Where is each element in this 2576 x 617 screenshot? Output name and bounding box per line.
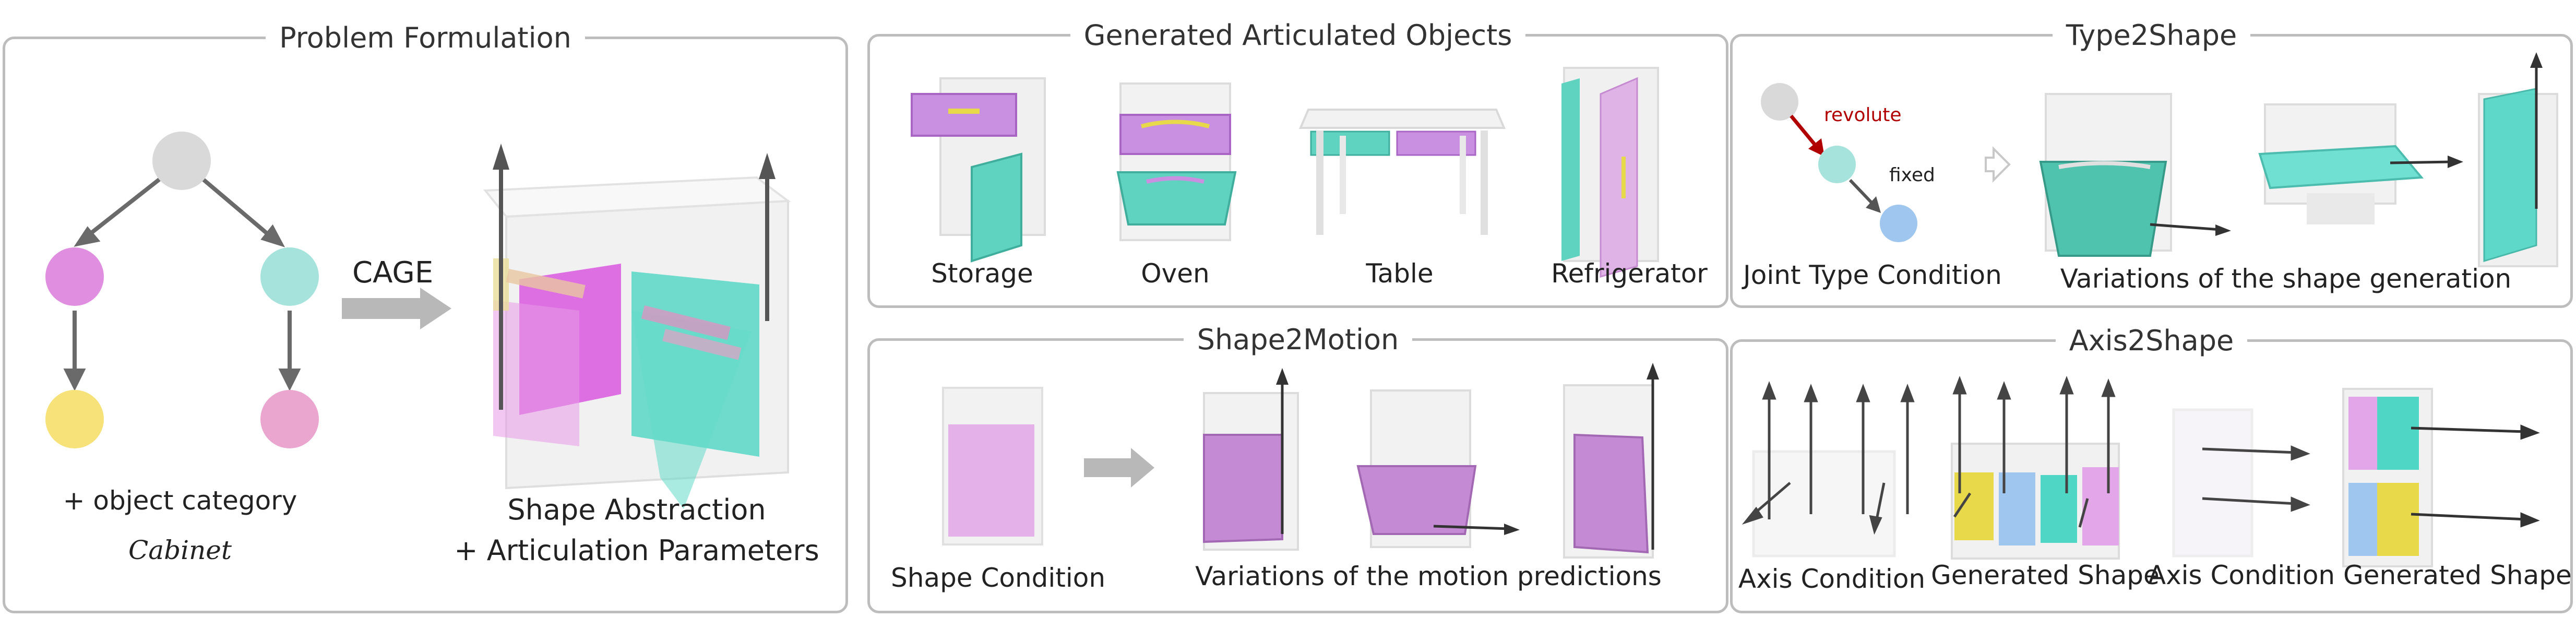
leaf-node-pink: [260, 390, 319, 448]
axis2shape-illustration: [1742, 376, 2540, 567]
shape-abstraction: [483, 144, 791, 509]
articulation-parameters-caption: + Articulation Parameters: [454, 534, 819, 567]
root-node: [152, 132, 211, 190]
type2shape-panel: Type2Shape: [1730, 19, 2573, 308]
axis2shape-panel: Axis2Shape: [1730, 324, 2573, 613]
shape2motion-illustration: [942, 363, 1659, 559]
generated-objects-panel: Generated Articulated Objects: [867, 19, 1728, 308]
generated-objects-illustration: [911, 67, 1659, 278]
generated-item-oven: Oven: [1141, 258, 1210, 289]
refrigerator-object: [1561, 67, 1659, 278]
shape-variation-3: [2478, 52, 2558, 267]
category-value: Cabinet: [128, 535, 232, 565]
object-category-caption: + object category: [63, 485, 297, 516]
shape-abstraction-caption: Shape Abstraction: [507, 493, 766, 526]
shape-variation-1: [2039, 93, 2231, 257]
table-object: [1298, 109, 1506, 235]
axis-condition-1: [1742, 381, 1915, 557]
shape-variation-2: [2258, 103, 2463, 224]
shape2motion-panel: Shape2Motion Shape Condition: [867, 323, 1728, 613]
joint-type-condition-caption: Joint Type Condition: [1743, 260, 2002, 290]
shape-to-motion-arrow: [1084, 448, 1154, 488]
joint-leaf-node: [1880, 205, 1917, 242]
generated-shape-1: [1951, 376, 2120, 560]
generated-item-table: Table: [1366, 258, 1434, 289]
axis-caption-1: Axis Condition: [1738, 564, 1926, 594]
generated-shape-2: [2342, 388, 2540, 567]
oven-object: [1116, 82, 1237, 241]
shape-generation-variations-caption: Variations of the shape generation: [2060, 264, 2512, 294]
generated-item-refrigerator: Refrigerator: [1551, 258, 1708, 289]
axis-condition-2: [2172, 408, 2310, 557]
motion-predictions-caption: Variations of the motion predictions: [1195, 561, 1662, 591]
axis-caption-3: Axis Condition: [2148, 560, 2335, 590]
axis-caption-2: Generated Shape: [1931, 560, 2160, 590]
storage-object: [911, 77, 1046, 263]
child-node-teal: [260, 247, 319, 306]
shape-condition-caption: Shape Condition: [891, 563, 1106, 593]
kinematic-graph: [45, 132, 791, 509]
hollow-arrow-icon: [1985, 146, 2011, 183]
fixed-edge-label: fixed: [1889, 164, 1935, 186]
shape-condition-cabinet: [942, 387, 1043, 545]
child-node-purple: [45, 247, 104, 306]
revolute-edge-label: revolute: [1824, 104, 1902, 126]
problem-formulation-panel: Problem Formulation: [3, 21, 848, 613]
cage-arrow: [342, 288, 451, 329]
motion-prediction-1: [1203, 368, 1299, 551]
cage-label: CAGE: [352, 256, 434, 290]
motion-prediction-2: [1356, 389, 1520, 548]
joint-root-node: [1761, 83, 1798, 121]
generated-item-storage: Storage: [931, 258, 1033, 289]
type2shape-illustration: [1761, 52, 2558, 267]
motion-prediction-3: [1563, 363, 1659, 559]
leaf-node-yellow: [45, 390, 104, 448]
axis-caption-4: Generated Shape: [2343, 560, 2572, 590]
joint-child-node: [1818, 146, 1856, 183]
